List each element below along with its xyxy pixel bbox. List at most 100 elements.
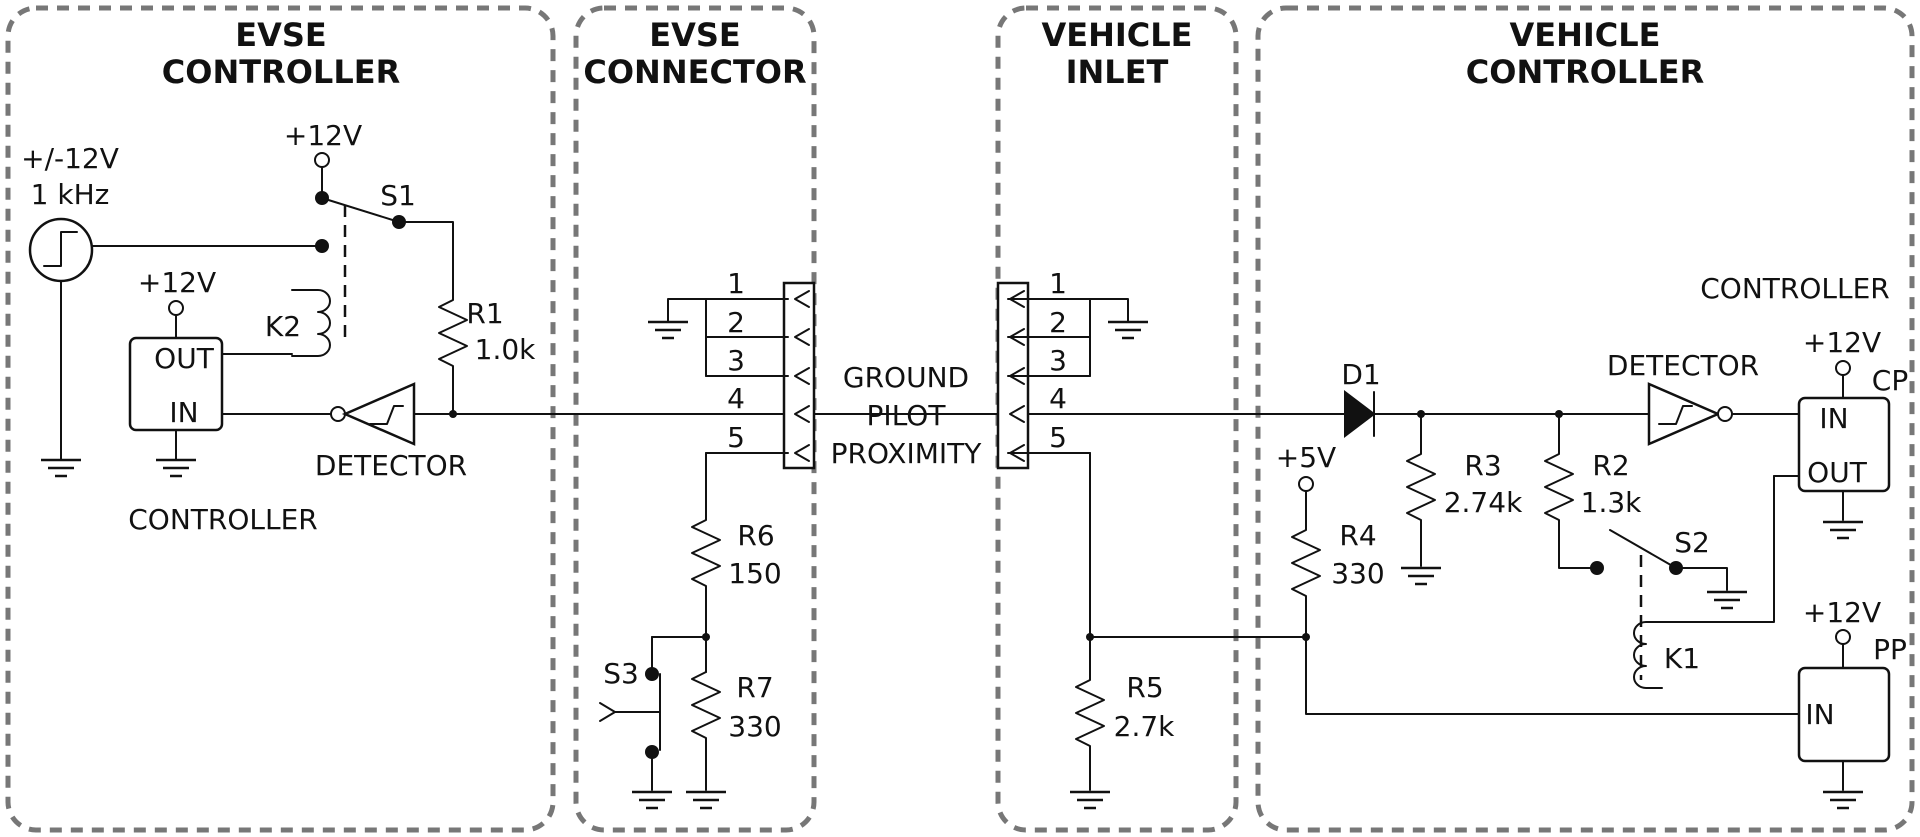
r4-supply-label: +5V [1276, 441, 1336, 474]
s1-label: S1 [380, 179, 416, 212]
resistor-r6-icon [691, 452, 721, 673]
evse-detector-label: DETECTOR [315, 449, 467, 482]
terminal-icon [1835, 360, 1851, 376]
ground-icon [646, 320, 690, 340]
vehicle-detector-triangle-icon [1647, 382, 1722, 446]
pin-4-icon [1009, 405, 1025, 423]
ground-icon [1399, 566, 1443, 586]
k2-label: K2 [265, 310, 301, 343]
controller-supply-label: +12V [138, 266, 216, 299]
terminal-icon [168, 300, 184, 316]
source-voltage-label: +/-12V [21, 142, 119, 175]
s3-label: S3 [603, 657, 639, 690]
cp-in-label: IN [1819, 402, 1848, 435]
hysteresis-glyph-icon [369, 405, 404, 425]
vehicle-controller-title-line2: CONTROLLER [1466, 53, 1704, 91]
evse-controller-title-line2: CONTROLLER [162, 53, 400, 91]
vehicle-inlet-title-line2: INLET [1066, 53, 1169, 91]
resistor-r3-icon [1406, 413, 1436, 567]
r5-value-label: 2.7k [1114, 710, 1176, 743]
evse-connector-circuit [599, 281, 816, 810]
connector-pin-3-label: 3 [727, 344, 745, 377]
pilot-signal-label: PILOT [867, 399, 947, 432]
evse-controller-circuit [28, 152, 1138, 478]
cp-out-label: OUT [1807, 456, 1868, 489]
vehicle-controller-circuit [1136, 360, 1891, 810]
k1-label: K1 [1664, 642, 1700, 675]
r4-value-label: 330 [1331, 557, 1384, 590]
detector-triangle-icon [341, 382, 416, 446]
square-wave-glyph-icon [43, 231, 78, 267]
pin-4-icon [794, 405, 810, 423]
r6-value-label: 150 [728, 557, 781, 590]
terminal-icon [1835, 629, 1851, 645]
r3-name-label: R3 [1464, 449, 1501, 482]
inlet-pin-1-label: 1 [1049, 267, 1067, 300]
switch-s2-blade [1609, 529, 1677, 569]
evse-controller-box [5, 5, 556, 833]
vehicle-detector-label: DETECTOR [1607, 349, 1759, 382]
ground-icon [684, 790, 728, 810]
ground-icon [154, 458, 198, 478]
proximity-signal-label: PROXIMITY [831, 437, 983, 470]
relay-coil-k2-icon [291, 289, 331, 357]
r6-name-label: R6 [737, 519, 774, 552]
r7-value-label: 330 [728, 710, 781, 743]
controller-in-label: IN [169, 396, 198, 429]
connector-pin-2-label: 2 [727, 306, 745, 339]
r3-value-label: 2.74k [1444, 486, 1523, 519]
pin-5-icon [1009, 444, 1025, 462]
connector-pin-5-label: 5 [727, 421, 745, 454]
inlet-pin-3-label: 3 [1049, 344, 1067, 377]
terminal-icon [1298, 476, 1314, 492]
detector-output-bubble-icon [1717, 406, 1733, 422]
resistor-r7-icon [691, 671, 721, 791]
r2-value-label: 1.3k [1581, 486, 1643, 519]
pin-2-icon [1009, 328, 1025, 346]
ground-icon [1705, 590, 1749, 610]
pushbutton-icon [599, 702, 616, 722]
cp-label: CP [1872, 364, 1908, 397]
resistor-r1-icon [398, 221, 468, 415]
pp-label: PP [1873, 633, 1907, 666]
pin-1-icon [794, 290, 810, 308]
terminal-icon [314, 152, 330, 168]
s2-label: S2 [1674, 526, 1710, 559]
ground-icon [1068, 790, 1112, 810]
ground-icon [1821, 790, 1865, 810]
vehicle-controller-box [1255, 5, 1915, 833]
vehicle-controller-title-line1: VEHICLE [1509, 16, 1660, 54]
vehicle-inlet-title-line1: VEHICLE [1041, 16, 1192, 54]
pin-3-icon [1009, 367, 1025, 385]
ground-signal-label: GROUND [843, 361, 969, 394]
evse-connector-box [573, 5, 817, 833]
d1-label: D1 [1341, 358, 1380, 391]
pin-5-icon [794, 444, 810, 462]
vehicle-controller-label: CONTROLLER [1700, 272, 1889, 305]
pin-1-icon [1009, 290, 1025, 308]
r7-name-label: R7 [736, 671, 773, 704]
controller-out-label: OUT [154, 342, 215, 375]
ground-icon [39, 458, 83, 478]
resistor-r5-icon [1075, 636, 1105, 791]
s1-supply-label: +12V [284, 119, 362, 152]
ground-icon [630, 790, 674, 810]
resistor-r4-icon [1291, 490, 1800, 715]
evse-connector-title-line2: CONNECTOR [583, 53, 806, 91]
hysteresis-glyph-icon [1658, 405, 1693, 425]
diode-d1-icon [1344, 389, 1376, 439]
switch-s1-blade [321, 197, 400, 223]
r1-name-label: R1 [466, 297, 503, 330]
inlet-pin-5-label: 5 [1049, 421, 1067, 454]
r5-name-label: R5 [1126, 671, 1163, 704]
relay-coil-k1-icon [1633, 475, 1775, 689]
resistor-r2-icon [1544, 413, 1598, 569]
evse-connector-title-line1: EVSE [649, 16, 741, 54]
evse-controller-label: CONTROLLER [128, 503, 317, 536]
ground-icon [1821, 520, 1865, 540]
cp-supply-label: +12V [1803, 326, 1881, 359]
pp-in-label: IN [1805, 698, 1834, 731]
evse-controller-title-line1: EVSE [235, 16, 327, 54]
vehicle-inlet-circuit [996, 281, 1307, 810]
